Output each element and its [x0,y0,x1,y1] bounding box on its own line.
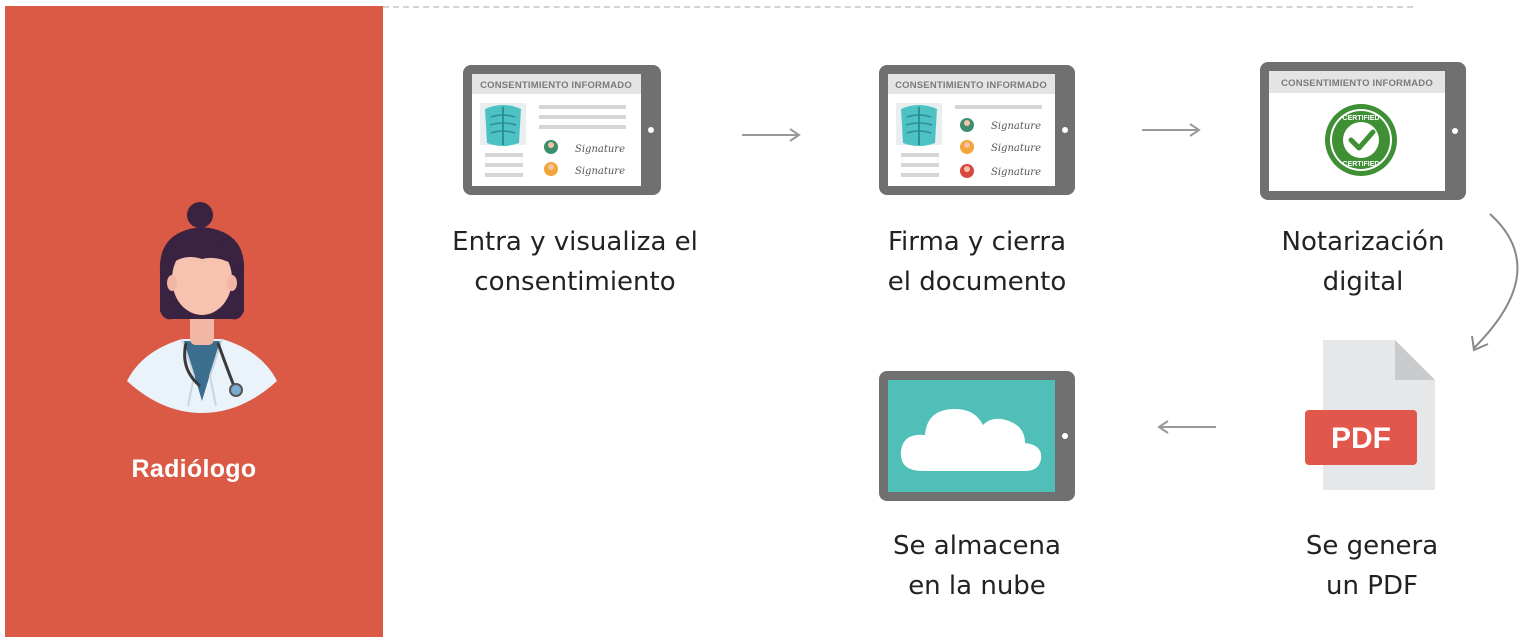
step-caption: Notarización digital [1281,227,1445,297]
document-header: CONSENTIMIENTO INFORMADO [480,80,632,91]
document-header: CONSENTIMIENTO INFORMADO [1281,78,1433,89]
svg-text:CERTIFIED: CERTIFIED [1343,161,1380,168]
svg-text:Signature: Signature [991,143,1041,154]
cloud-icon [900,409,1042,471]
svg-text:Signature: Signature [991,121,1041,132]
svg-text:Signature: Signature [991,167,1041,178]
svg-text:CERTIFIED: CERTIFIED [1343,115,1380,122]
radiologist-avatar-icon [122,201,282,416]
role-panel: Radiólogo [5,6,383,637]
consent-view-tablet: CONSENTIMIENTO INFORMADO Signature Signa… [463,65,661,195]
svg-text:Signature: Signature [575,144,625,155]
dashed-divider [383,6,1413,8]
svg-text:Signature: Signature [575,166,625,177]
arrow-left-icon [1157,420,1216,434]
cloud-storage-tablet [879,371,1075,501]
step-caption: Se genera un PDF [1305,531,1439,601]
step-caption: Firma y cierra el documento [887,227,1067,297]
arrow-right-icon [1142,123,1201,137]
consent-sign-tablet: CONSENTIMIENTO INFORMADO Signature Signa… [879,65,1075,195]
certified-badge-icon: CERTIFIED CERTIFIED [1325,104,1397,176]
curved-arrow-icon [1471,213,1519,352]
pdf-label: PDF [1331,422,1391,455]
notarization-tablet: CONSENTIMIENTO INFORMADO CERTIFIED CERTI… [1260,62,1466,200]
step-caption: Entra y visualiza el consentimiento [452,227,698,297]
pdf-file-icon: PDF [1305,340,1437,490]
step-caption: Se almacena en la nube [893,531,1061,601]
document-header: CONSENTIMIENTO INFORMADO [895,80,1047,91]
role-label: Radiólogo [131,455,257,483]
arrow-right-icon [742,128,801,142]
